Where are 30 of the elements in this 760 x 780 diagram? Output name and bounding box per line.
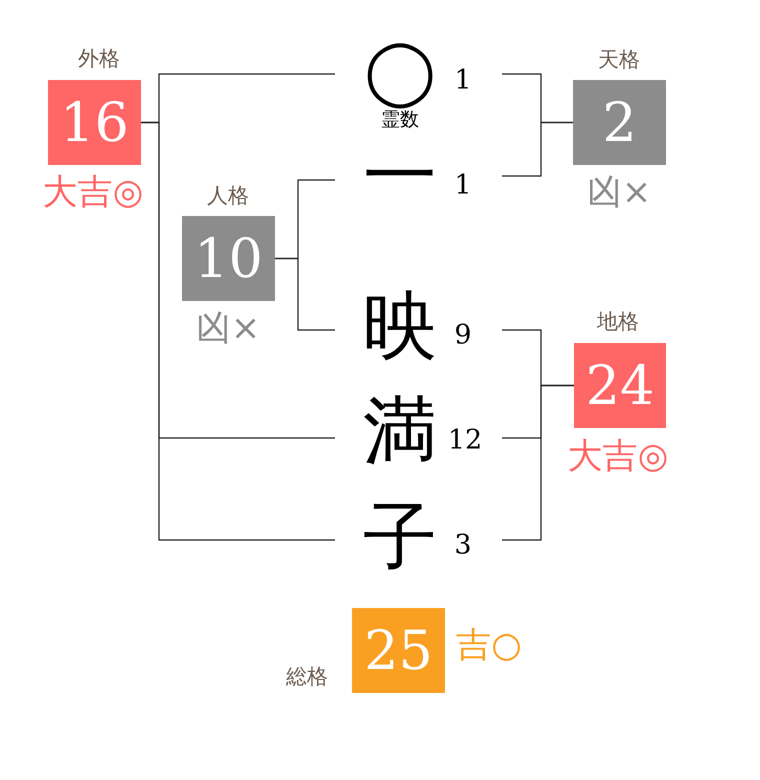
stroke-count: 1 <box>454 172 472 198</box>
category-label: 天格 <box>598 50 640 70</box>
category-label: 人格 <box>207 186 249 206</box>
stroke-count: 9 <box>454 322 472 348</box>
stroke-count: 12 <box>448 426 482 454</box>
score-tile: 2 <box>573 80 666 165</box>
caption-label: 霊数 <box>381 110 419 130</box>
category-label: 外格 <box>78 48 120 70</box>
name-character: 映 <box>363 289 437 363</box>
score-tile: 24 <box>574 343 666 428</box>
score-tile: 16 <box>48 80 141 165</box>
score-tile: 25 <box>352 608 445 693</box>
name-character: 子 <box>363 500 437 574</box>
circle-mark: ◯ <box>364 33 436 110</box>
name-character: 一 <box>363 139 437 213</box>
fortune-label: 大吉◎ <box>568 440 668 474</box>
category-label: 総格 <box>286 666 328 688</box>
name-character: 満 <box>363 394 437 468</box>
connector-line <box>502 122 573 177</box>
stroke-count: 3 <box>454 532 472 558</box>
connector-line <box>275 258 335 331</box>
fortune-label: 凶× <box>196 312 260 346</box>
fortune-label: 凶× <box>586 176 652 210</box>
connector-line <box>502 384 574 541</box>
fortune-label: 大吉◎ <box>42 176 144 210</box>
category-label: 地格 <box>597 312 639 332</box>
connector-line <box>141 122 335 541</box>
stroke-count: 1 <box>454 66 472 94</box>
score-tile: 10 <box>182 216 275 301</box>
fortune-label: 吉○ <box>456 628 522 664</box>
